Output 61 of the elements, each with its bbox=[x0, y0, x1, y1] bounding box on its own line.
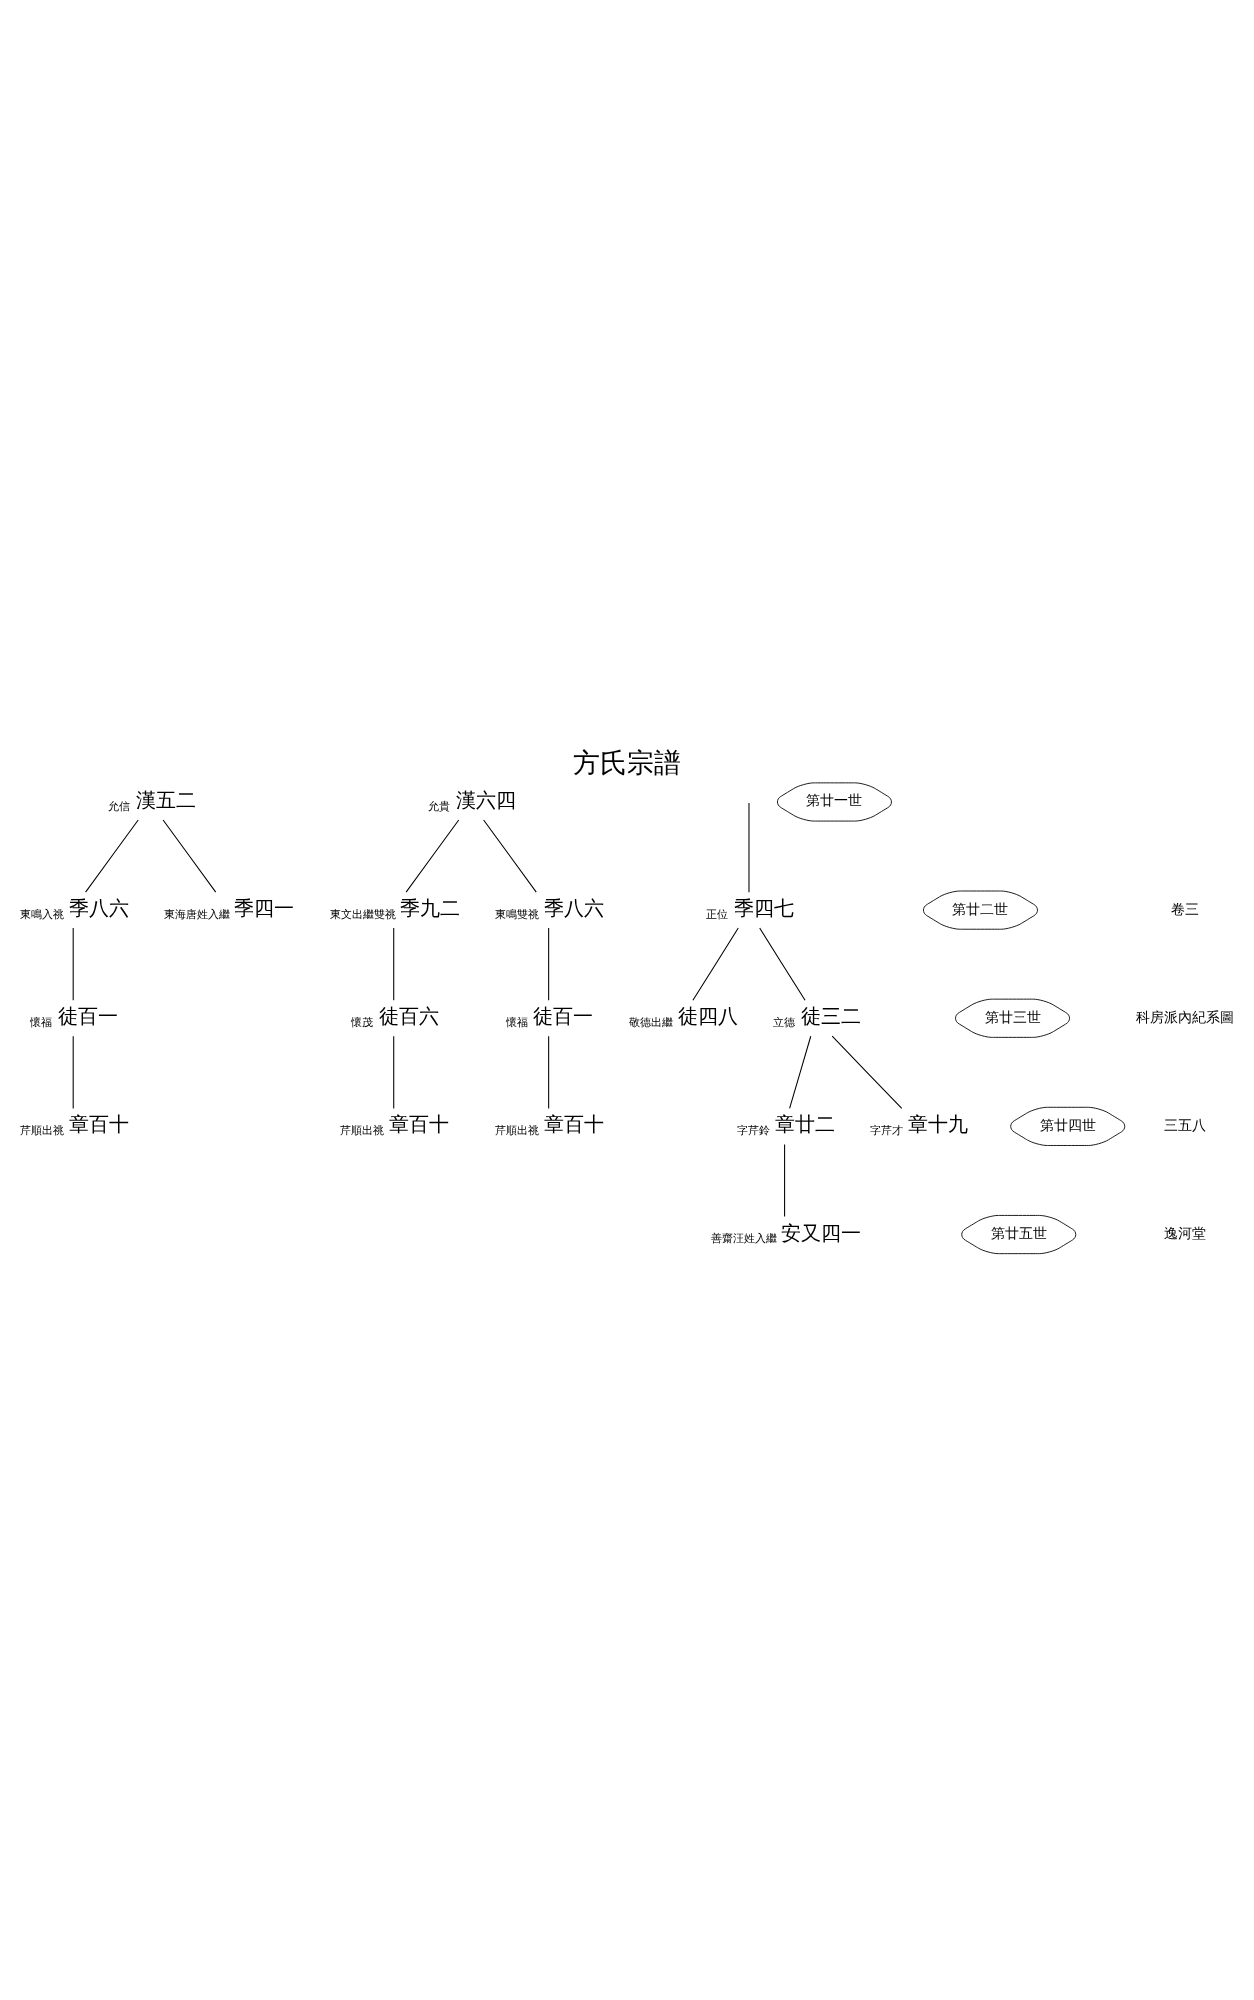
node-text: 季八六 bbox=[68, 897, 129, 921]
connector bbox=[692, 927, 739, 1001]
node-label: 東鳴入祧 bbox=[19, 907, 64, 921]
node-label: 善齋汪姓入繼 bbox=[710, 1232, 777, 1246]
node-label: 東文出繼雙祧 bbox=[329, 907, 396, 921]
node-label: 允貴 bbox=[428, 799, 451, 813]
connector bbox=[548, 1035, 550, 1109]
node-label: 字芹才 bbox=[870, 1124, 904, 1138]
node-label: 懷福 bbox=[30, 1015, 53, 1029]
label: 逸河堂 bbox=[1164, 1224, 1207, 1241]
connector bbox=[759, 927, 806, 1001]
node-text: 季四一 bbox=[234, 897, 295, 921]
node-text: 章百十 bbox=[544, 1113, 605, 1137]
node-text: 徒百一 bbox=[58, 1005, 119, 1029]
label: 三五八 bbox=[1164, 1116, 1207, 1133]
node-text: 漢五二 bbox=[135, 788, 196, 812]
node-text: 章百十 bbox=[389, 1113, 450, 1137]
node-label: 敬德出繼 bbox=[628, 1015, 673, 1029]
node-ellipse: 第廿二世 bbox=[923, 890, 1038, 930]
node-label: 芹順出祧 bbox=[495, 1124, 540, 1138]
connector bbox=[789, 1035, 812, 1109]
node-label: 芹順出祧 bbox=[340, 1124, 385, 1138]
connector bbox=[483, 819, 537, 893]
connector bbox=[405, 819, 460, 893]
node-label: 懷茂 bbox=[350, 1015, 373, 1029]
connector bbox=[85, 819, 139, 893]
node-text: 徒百六 bbox=[378, 1005, 439, 1029]
node-ellipse: 第廿五世 bbox=[961, 1215, 1077, 1255]
diagram-title: 方氏宗譜 bbox=[573, 746, 681, 778]
label: 科房派內紀系圖 bbox=[1136, 1008, 1235, 1025]
connector bbox=[162, 819, 217, 893]
connector bbox=[831, 1035, 903, 1109]
node-text: 安又四一 bbox=[781, 1221, 862, 1245]
node-label: 芹順出祧 bbox=[19, 1124, 64, 1138]
node-text: 章百十 bbox=[68, 1113, 129, 1137]
node-ellipse: 第廿三世 bbox=[955, 998, 1070, 1038]
node-text: 徒四八 bbox=[677, 1005, 738, 1029]
connector bbox=[784, 1143, 786, 1218]
node-text: 章十九 bbox=[908, 1113, 969, 1137]
node-label: 懷福 bbox=[505, 1015, 528, 1029]
node-text: 漢六四 bbox=[456, 788, 517, 812]
connector bbox=[393, 1035, 395, 1109]
node-ellipse: 第廿四世 bbox=[1010, 1106, 1126, 1146]
node-text: 徒三二 bbox=[800, 1005, 861, 1029]
connector bbox=[72, 927, 74, 1001]
node-text: 徒百一 bbox=[533, 1005, 594, 1029]
connector bbox=[548, 927, 550, 1001]
node-label: 立德 bbox=[773, 1015, 796, 1029]
node-text: 章廿二 bbox=[774, 1113, 835, 1137]
connector bbox=[72, 1035, 74, 1109]
node-label: 東海唐姓入繼 bbox=[164, 907, 231, 921]
label: 卷三 bbox=[1171, 900, 1200, 917]
node-label: 東鳴雙祧 bbox=[495, 907, 540, 921]
node-text: 季八六 bbox=[544, 897, 605, 921]
node-text: 季九二 bbox=[399, 897, 460, 921]
node-ellipse: 第廿一世 bbox=[777, 782, 892, 822]
node-label: 正位 bbox=[706, 907, 729, 921]
node-text: 季四七 bbox=[733, 897, 794, 921]
node-label: 允信 bbox=[107, 799, 130, 813]
node-label: 字芹鈴 bbox=[736, 1124, 770, 1138]
connector bbox=[393, 927, 395, 1001]
